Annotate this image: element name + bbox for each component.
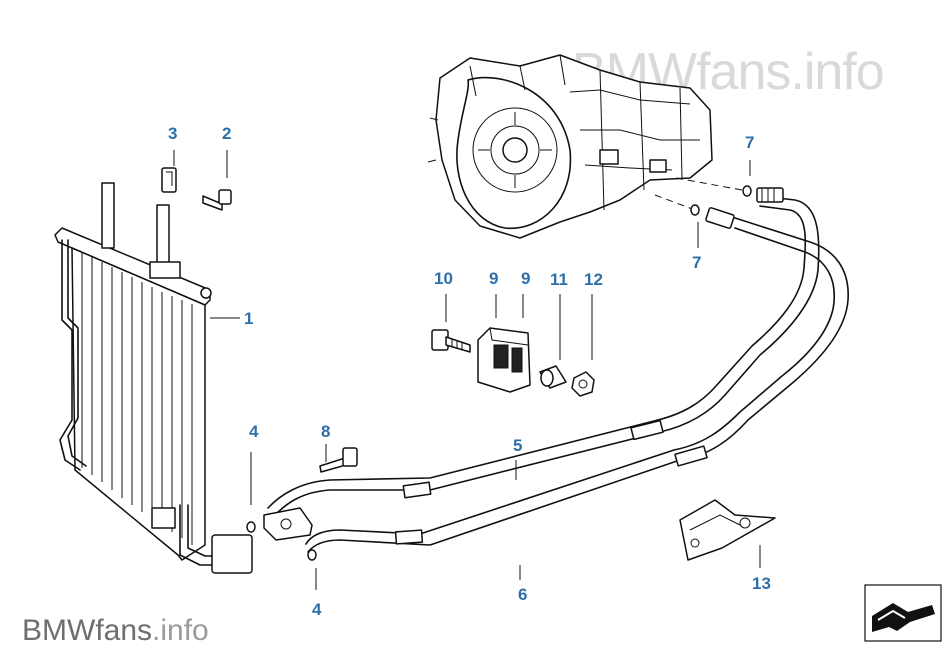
transmission [427, 54, 713, 239]
view-orientation-icon [864, 584, 942, 642]
oil-cooler [54, 182, 253, 574]
bracket-9 [477, 327, 531, 393]
oil-line-6 [305, 207, 849, 553]
clip-3 [161, 167, 177, 193]
callout-4-upper: 4 [249, 422, 259, 441]
callout-12: 12 [584, 270, 603, 289]
o-ring-7-upper [742, 185, 752, 197]
alignment-line-lower [654, 194, 696, 211]
callout-3: 3 [168, 124, 178, 143]
callout-8: 8 [321, 422, 331, 441]
nut-12 [571, 371, 595, 397]
watermark-bottom: BMWfans.info [22, 614, 209, 648]
leader-lines [173, 150, 761, 590]
callout-4-lower: 4 [312, 600, 322, 619]
o-ring-4-lower [307, 549, 317, 561]
callout-5: 5 [513, 436, 523, 455]
alignment-line-upper [675, 177, 743, 191]
callout-1: 1 [244, 309, 254, 328]
callout-9-left: 9 [489, 269, 499, 288]
bolt-10 [431, 329, 471, 353]
bracket-13 [679, 499, 776, 561]
o-ring-4-upper [246, 521, 256, 533]
callout-9-right: 9 [521, 269, 531, 288]
watermark-suffix: .info [152, 614, 209, 647]
bolt-2 [202, 189, 232, 211]
callout-7-lower: 7 [692, 253, 702, 272]
callout-13: 13 [752, 574, 771, 593]
sleeve-11 [539, 365, 567, 389]
oil-line-5 [267, 187, 820, 516]
callout-2: 2 [222, 124, 232, 143]
bolt-8 [319, 447, 358, 473]
watermark-brand: BMWfans [22, 614, 153, 647]
o-ring-7-lower [690, 204, 700, 216]
callout-11: 11 [550, 270, 568, 289]
callout-10: 10 [434, 269, 453, 288]
callout-7-upper: 7 [745, 133, 755, 152]
callout-6: 6 [518, 585, 528, 604]
line-clamp [263, 507, 313, 541]
